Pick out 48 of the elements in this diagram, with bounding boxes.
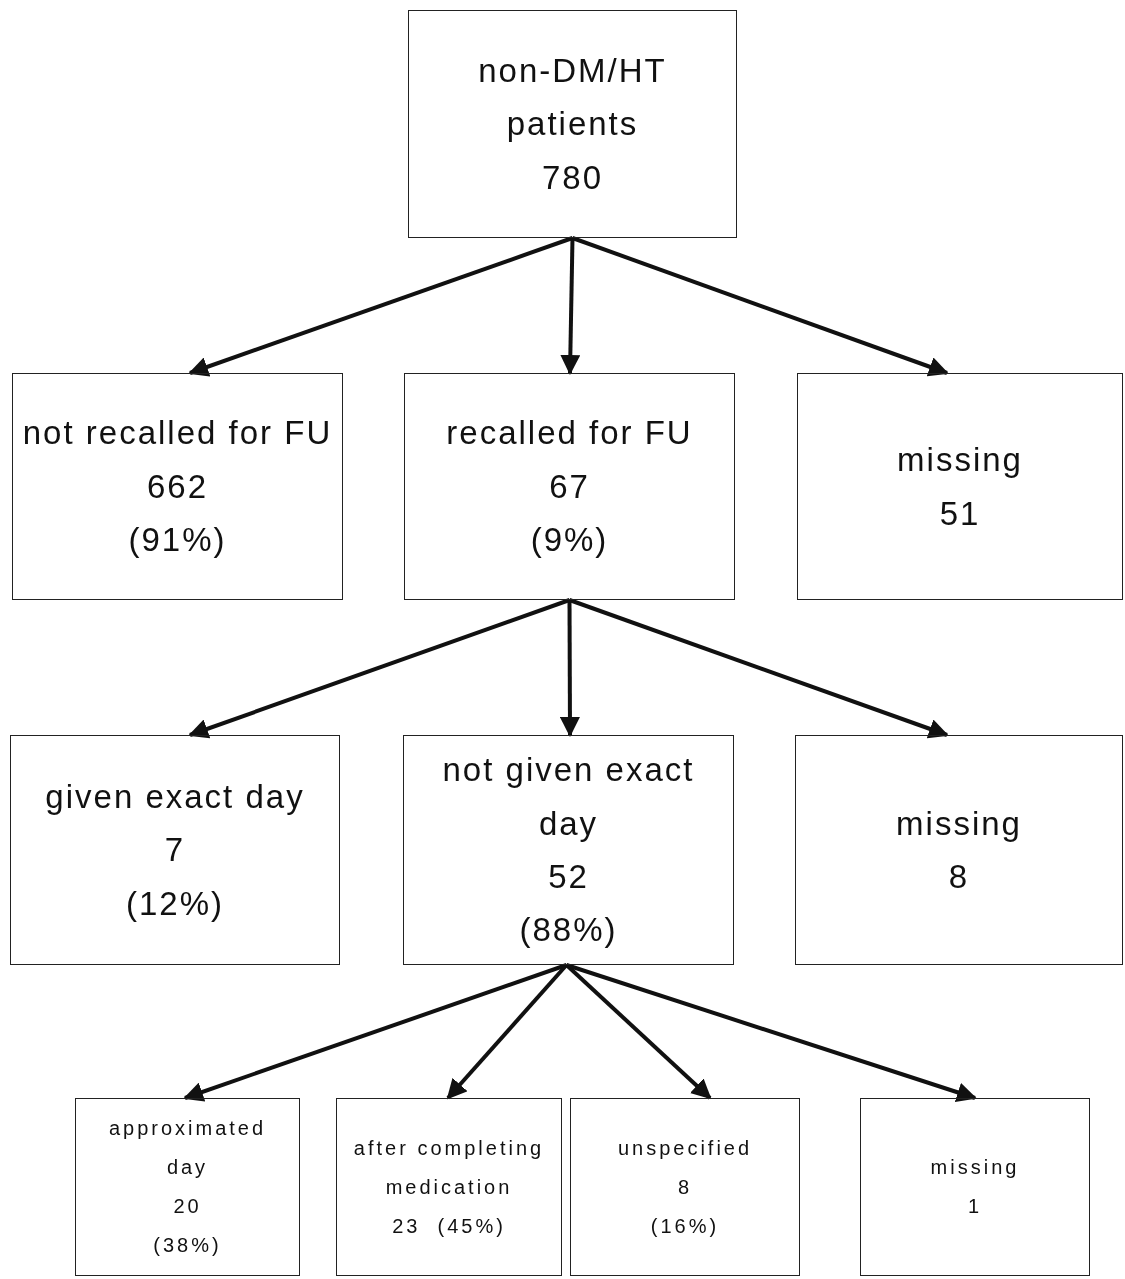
count-text: (9%)	[530, 520, 609, 561]
box-label: given exact day	[45, 776, 305, 817]
count-text: (38%)	[153, 1233, 222, 1258]
count-text: (12%)	[126, 883, 224, 924]
box-label: non-DM/HT patients	[477, 50, 668, 145]
count-text: (88%)	[519, 910, 618, 951]
flow-box	[795, 735, 1123, 965]
box-label: approximated day	[107, 1116, 268, 1180]
box-label: missing	[897, 440, 1023, 481]
count-text: (91%)	[128, 520, 227, 561]
count-text: 67	[549, 466, 590, 507]
flow-box	[403, 735, 734, 965]
box-label: recalled for FU	[446, 413, 693, 454]
arrow	[559, 600, 580, 737]
arrow	[565, 963, 712, 1100]
box-label: missing	[896, 803, 1022, 844]
flow-box	[336, 1098, 562, 1276]
count-text: 8	[677, 1174, 693, 1200]
arrow	[565, 963, 977, 1102]
count-text: 8	[948, 857, 970, 897]
flow-box	[12, 373, 343, 600]
flow-box	[860, 1098, 1090, 1276]
arrow	[571, 236, 949, 377]
arrow	[188, 236, 574, 377]
box-label: after completing medication	[352, 1135, 546, 1200]
box-label: not given exact day	[441, 750, 696, 844]
count-text: 662	[146, 466, 209, 507]
flow-box	[797, 373, 1123, 600]
flow-box	[75, 1098, 300, 1276]
count-text: 20	[173, 1194, 202, 1219]
count-text: (16%)	[650, 1213, 720, 1239]
box-label: missing	[930, 1155, 1020, 1180]
arrow	[188, 598, 571, 739]
box-label: unspecified	[617, 1135, 753, 1161]
box-label: not recalled for FU	[22, 413, 333, 454]
count-text: 7	[164, 830, 186, 871]
flow-box	[408, 10, 737, 238]
arrow	[183, 963, 568, 1102]
count-text: 23 (45%)	[392, 1213, 506, 1239]
flow-box	[570, 1098, 800, 1276]
count-text: 51	[939, 493, 981, 534]
arrow	[568, 598, 949, 739]
count-text: 52	[548, 857, 589, 897]
count-text: 1	[967, 1194, 983, 1219]
arrow	[560, 237, 581, 375]
count-text: 780	[541, 157, 604, 198]
flow-box	[404, 373, 735, 600]
flow-box	[10, 735, 340, 965]
